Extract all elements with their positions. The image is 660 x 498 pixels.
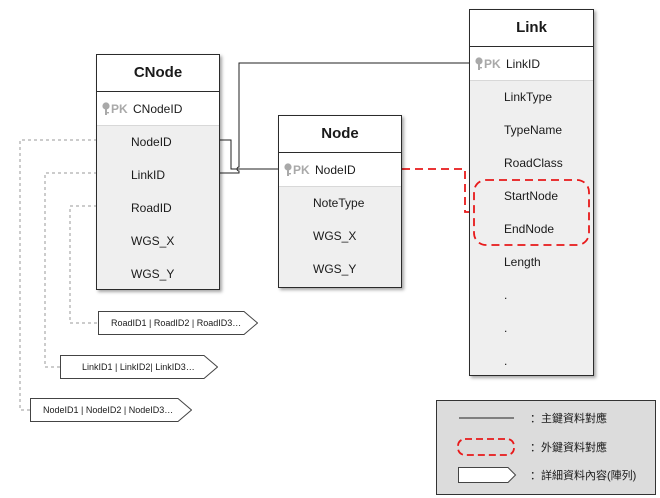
cnode-pk-row: PK CNodeID (97, 92, 219, 126)
cnode-field-list: NodeID LinkID RoadID WGS_X WGS_Y (97, 126, 219, 289)
solid-line-sample (456, 408, 522, 428)
legend-row-primary-key: ：主鍵資料對應 (437, 405, 655, 431)
road-id-list-note: RoadID1 | RoadID2 | RoadID3… (98, 311, 258, 335)
dash-line-linkid (44, 172, 97, 368)
node-pk-row: PK NodeID (279, 153, 401, 187)
legend-primary-key-label: ：主鍵資料對應 (530, 413, 607, 425)
cnode-pk-field: CNodeID (133, 101, 183, 116)
pk-badge-label: PK (111, 101, 128, 116)
road-id-list-text: RoadID1 | RoadID2 | RoadID3… (111, 318, 242, 328)
node-field-wgs-x: WGS_X (313, 229, 357, 243)
legend-row-detail-list: ：詳細資料內容(陣列) (437, 462, 655, 488)
primary-key-icon: PK (470, 57, 506, 71)
link-field-list: LinkType TypeName RoadClass StartNode En… (470, 81, 593, 375)
link-field-linktype: LinkType (504, 90, 553, 104)
cnode-field-wgs-x: WGS_X (131, 234, 175, 248)
link-pk-row: PK LinkID (470, 47, 593, 81)
list-shape-sample (456, 465, 522, 485)
primary-key-icon: PK (97, 102, 133, 116)
link-field-ellipsis: . (504, 321, 508, 335)
node-title: Node (279, 116, 401, 153)
pk-badge-label: PK (293, 162, 310, 177)
cnode-field-linkid: LinkID (131, 168, 166, 182)
node-field-notetype: NoteType (313, 196, 365, 210)
dash-line-nodeid (19, 139, 97, 411)
node-field-list: NoteType WGS_X WGS_Y (279, 187, 401, 287)
cnode-entity: CNode PK CNodeID NodeID LinkID RoadID WG… (96, 54, 220, 290)
link-field-ellipsis: . (504, 288, 508, 302)
link-id-list-text: LinkID1 | LinkID2| LinkID3… (82, 362, 195, 372)
node-pk-field: NodeID (315, 162, 356, 177)
link-field-endnode: EndNode (504, 222, 555, 236)
dash-line-roadid (69, 205, 98, 324)
cnode-field-wgs-y: WGS_Y (131, 267, 175, 281)
legend-detail-list-label: ：詳細資料內容(陣列) (530, 470, 637, 482)
link-field-startnode: StartNode (504, 189, 559, 203)
cnode-field-roadid: RoadID (131, 201, 172, 215)
node-entity: Node PK NodeID NoteType WGS_X WGS_Y (278, 115, 402, 288)
node-id-list-note: NodeID1 | NodeID2 | NodeID3… (30, 398, 192, 422)
link-title: Link (470, 10, 593, 47)
link-id-list-note: LinkID1 | LinkID2| LinkID3… (60, 355, 218, 379)
link-field-roadclass: RoadClass (504, 156, 563, 170)
node-id-list-text: NodeID1 | NodeID2 | NodeID3… (43, 405, 174, 415)
cnode-title: CNode (97, 55, 219, 92)
link-field-typename: TypeName (504, 123, 563, 137)
pk-line-cnode-nodeid-to-node (219, 139, 283, 170)
legend-row-foreign-key: ：外鍵資料對應 (437, 434, 655, 460)
link-field-length: Length (504, 255, 541, 269)
cnode-field-nodeid: NodeID (131, 135, 172, 149)
red-dashed-box-sample (456, 437, 522, 457)
pk-line-cnode-linkid-to-link (219, 62, 472, 174)
node-field-wgs-y: WGS_Y (313, 262, 357, 276)
legend-foreign-key-label: ：外鍵資料對應 (530, 442, 607, 454)
link-entity: Link PK LinkID LinkType TypeName RoadCla… (469, 9, 594, 376)
link-pk-field: LinkID (506, 56, 541, 71)
primary-key-icon: PK (279, 163, 315, 177)
link-field-ellipsis: . (504, 354, 508, 368)
legend: ：主鍵資料對應 ：外鍵資料對應 ：詳細資料內容(陣列) (436, 400, 656, 495)
pk-badge-label: PK (484, 56, 501, 71)
